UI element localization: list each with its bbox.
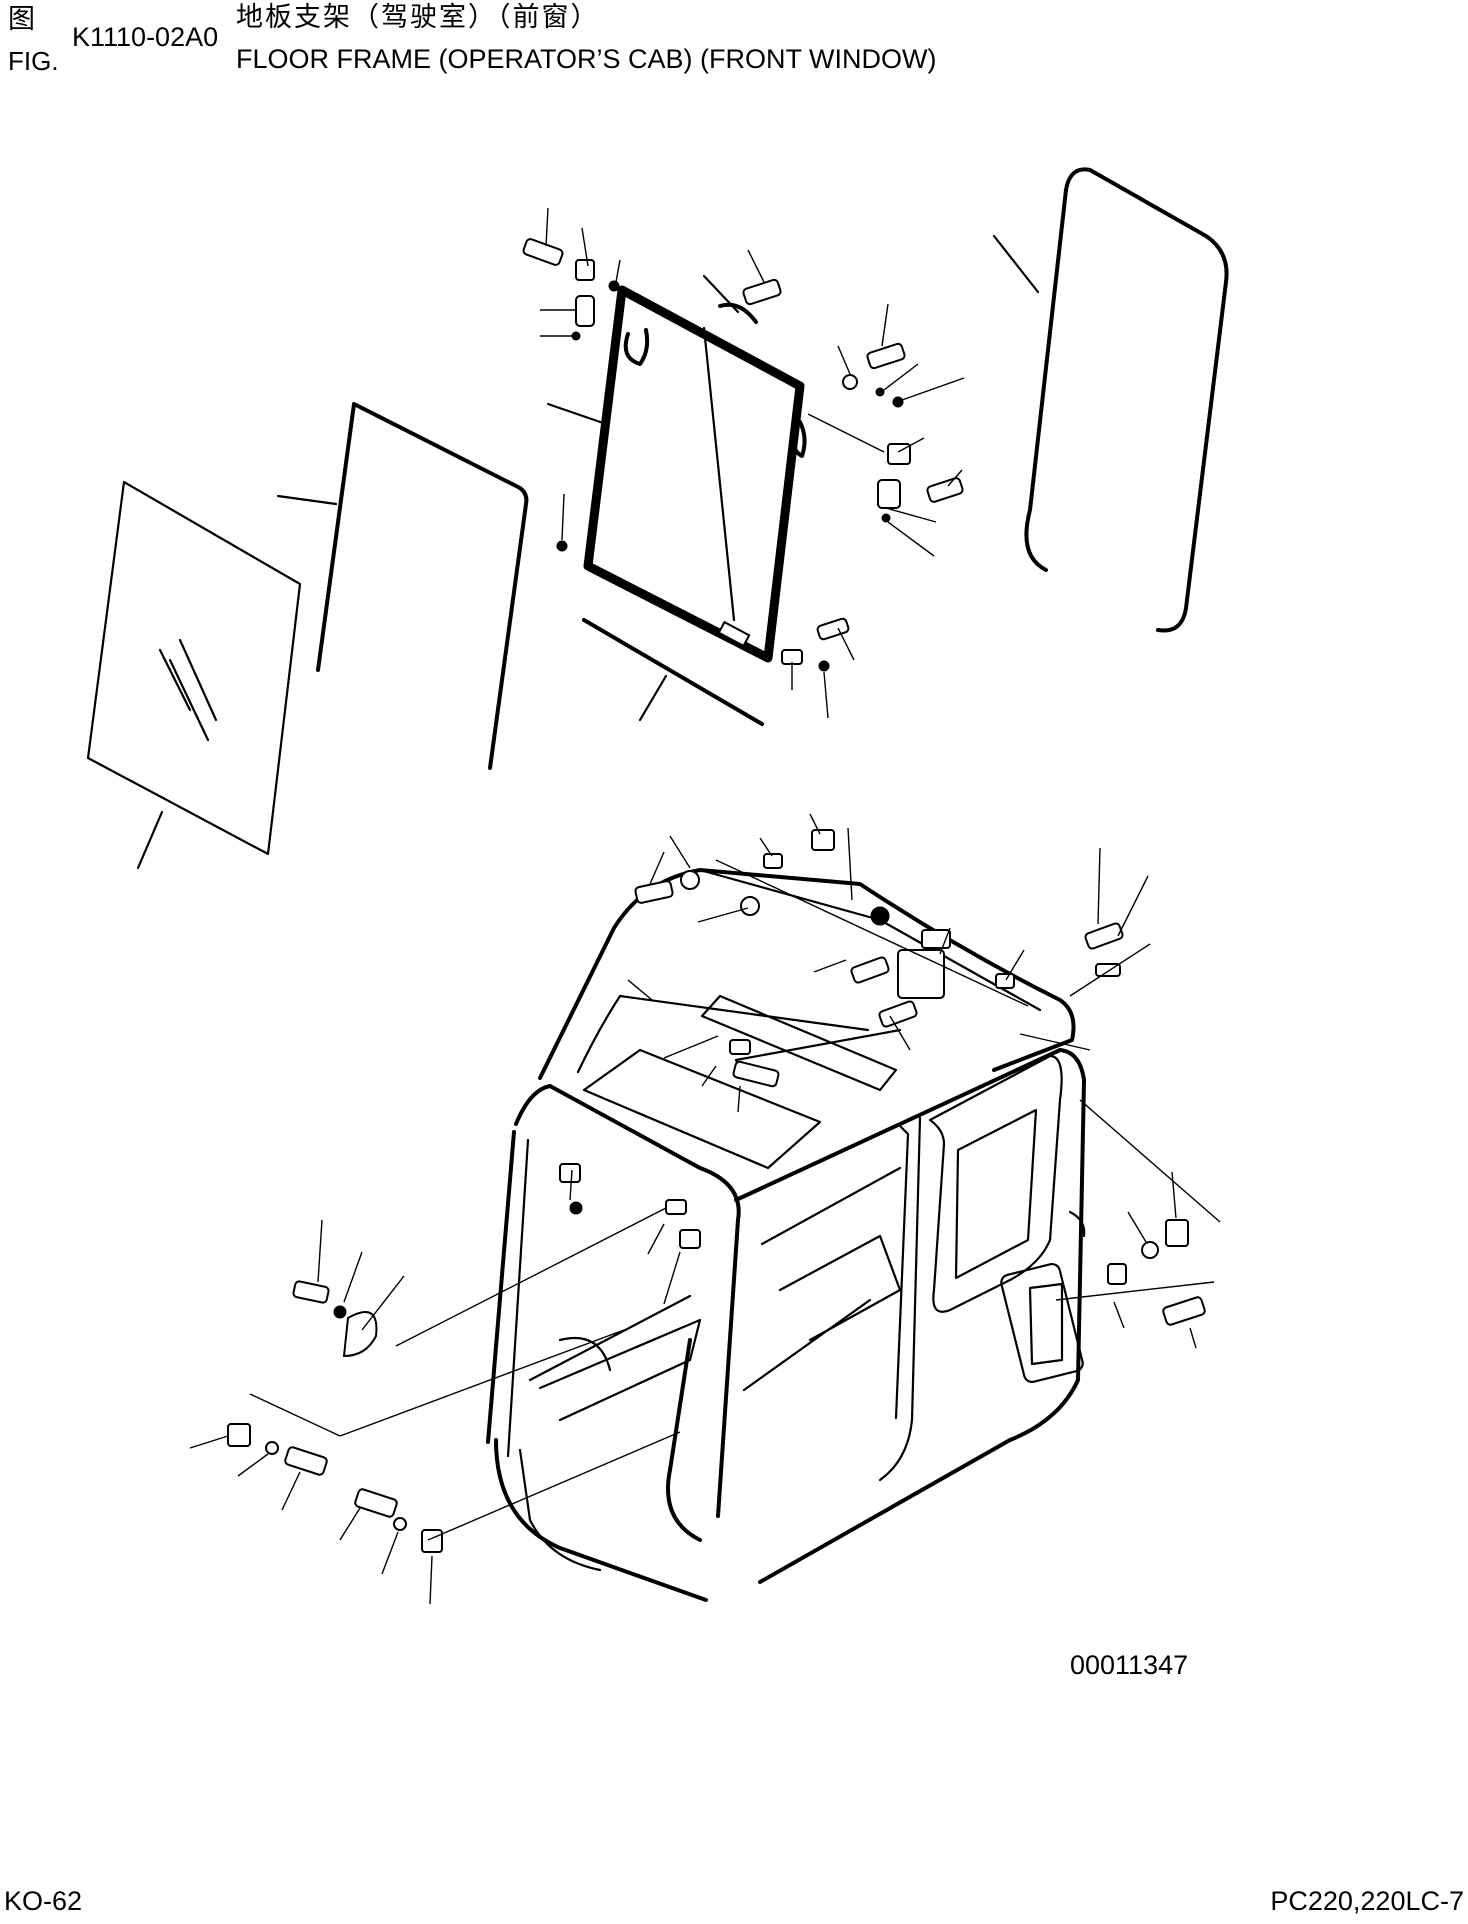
glass-seal (276, 402, 529, 770)
upper-right-fasteners (742, 249, 965, 557)
cab-roof-fasteners (627, 813, 1151, 1113)
left-side-fasteners (189, 1163, 701, 1605)
right-side-fasteners (1055, 1099, 1221, 1349)
drawing-reference-number: 00011347 (1070, 1650, 1189, 1680)
figure-title-chinese: 地板支架（驾驶室）（前窗） (236, 2, 600, 32)
window-frame (546, 274, 807, 663)
upper-left-fasteners (522, 207, 621, 552)
figure-label-chinese: 图 (8, 4, 35, 34)
lower-window-fasteners (781, 617, 855, 719)
front-glass-panel (86, 480, 302, 870)
figure-label: FIG. (8, 46, 59, 76)
page-number: KO-62 (4, 1886, 83, 1916)
machine-model: PC220,220LC-7 (1270, 1886, 1464, 1916)
figure-code: K1110-02A0 (72, 22, 219, 52)
door-weather-seal (992, 167, 1229, 633)
bottom-trim-strip (582, 618, 764, 726)
figure-title: FLOOR FRAME (OPERATOR’S CAB) (FRONT WIND… (236, 44, 937, 74)
operator-cab-body (486, 868, 1086, 1602)
